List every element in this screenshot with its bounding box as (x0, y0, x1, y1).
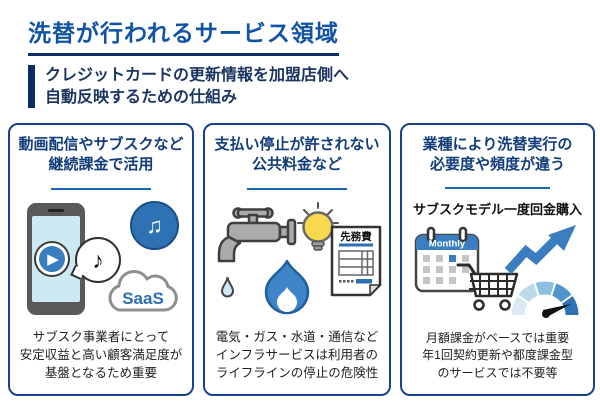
subtitle-line1: クレジットカードの更新情報を加盟店側へ (45, 67, 350, 84)
card3-desc-line3: のサービスでは不要等 (437, 365, 558, 380)
card2-heading-line2: 公共料金など (251, 156, 342, 174)
utility-bill-icon: 先務費 (330, 225, 382, 297)
gas-flame-icon (264, 259, 310, 315)
header: 洗替が行われるサービス領域 (28, 14, 600, 56)
card3-heading: 業種により洗替実行の 必要度や頻度が違う (423, 135, 573, 176)
card3-description: 月額課金がベースでは重要 年1回契約更新や都度課金型 のサービスでは不要等 (422, 330, 573, 382)
faucet-icon (217, 207, 297, 263)
one-time-purchase-label: 一度回金購入 (504, 202, 583, 218)
card1-desc-line1: サブスク事業者にとって (32, 329, 170, 344)
subtitle-block: クレジットカードの更新情報を加盟店側へ 自動反映するための仕組み (28, 65, 600, 109)
subtitle-accent-bar (28, 65, 35, 109)
card1-heading-line1: 動画配信やサブスクなど (18, 136, 184, 154)
music-note-bubble-icon: ♪ (75, 237, 121, 284)
music-circle-icon: ♫ (130, 201, 179, 251)
subtitle-line2: 自動反映するための仕組み (45, 88, 238, 106)
card1-heading-line2: 継続課金で活用 (48, 156, 154, 174)
play-icon: ▶ (36, 243, 68, 276)
phone-speaker (48, 209, 64, 213)
growth-arrow-icon (504, 225, 576, 275)
subtitle-text: クレジットカードの更新情報を加盟店側へ 自動反映するための仕組み (45, 65, 349, 108)
saas-cloud-label: SaaS (122, 289, 164, 308)
page-title: 洗替が行われるサービス領域 (28, 14, 339, 56)
bill-title-label: 先務費 (340, 230, 372, 243)
card2-desc-line1: 電気・ガス・水道・通信など (215, 329, 379, 344)
model-labels: サブスクモデル 一度回金購入 (407, 199, 588, 218)
calendar-monthly-label: Monthly (428, 239, 465, 250)
card3-divider (445, 186, 550, 189)
water-drop-icon (220, 276, 235, 298)
card2-divider (246, 188, 348, 191)
card3-heading-line1: 業種により洗替実行の (422, 136, 573, 154)
calendar-icon: Monthly (414, 226, 479, 293)
card-public-utilities: 支払い停止が許されない 公共料金など (203, 123, 391, 397)
card2-heading-line1: 支払い停止が許されない (214, 136, 380, 154)
card-subscription-services: 動画配信やサブスクなど 継続課金で活用 ▶ ♪ ♫ SaaS サブスク事業者にと… (8, 123, 194, 397)
card2-desc-line2: インフラサービスは利用者の (215, 347, 379, 362)
card1-illustration: ▶ ♪ ♫ SaaS (15, 201, 187, 319)
card3-heading-line2: 必要度や頻度が違う (430, 156, 566, 174)
card2-illustration: 先務費 (217, 202, 382, 315)
card2-heading: 支払い停止が許されない 公共料金など (214, 135, 379, 176)
subscription-model-label: サブスクモデル (413, 202, 505, 218)
saas-cloud-icon: SaaS (108, 270, 178, 312)
card-row: 動画配信やサブスクなど 継続課金で活用 ▶ ♪ ♫ SaaS サブスク事業者にと… (0, 123, 600, 397)
card2-description: 電気・ガス・水道・通信など インフラサービスは利用者の ライフラインの停止の危険… (216, 328, 379, 382)
infographic-page: 洗替が行われるサービス領域 クレジットカードの更新情報を加盟店側へ 自動反映する… (0, 14, 600, 414)
card1-divider (51, 188, 151, 191)
card1-heading: 動画配信やサブスクなど 継続課金で活用 (18, 135, 183, 176)
shopping-cart-icon (456, 263, 518, 311)
card-industry-frequency: 業種により洗替実行の 必要度や頻度が違う サブスクモデル 一度回金購入 Mont… (400, 123, 596, 397)
card3-desc-line2: 年1回契約更新や都度課金型 (422, 348, 573, 363)
card3-desc-line1: 月額課金がベースでは重要 (425, 331, 570, 345)
card3-illustration: Monthly (414, 225, 579, 319)
card1-desc-line2: 安定収益と高い顧客満足度が (19, 347, 183, 362)
gauge-icon (511, 281, 579, 319)
card1-description: サブスク事業者にとって 安定収益と高い顧客満足度が 基盤となるため重要 (20, 328, 183, 382)
card2-desc-line3: ライフラインの停止の危険性 (215, 366, 379, 381)
card1-desc-line3: 基盤となるため重要 (44, 366, 158, 381)
